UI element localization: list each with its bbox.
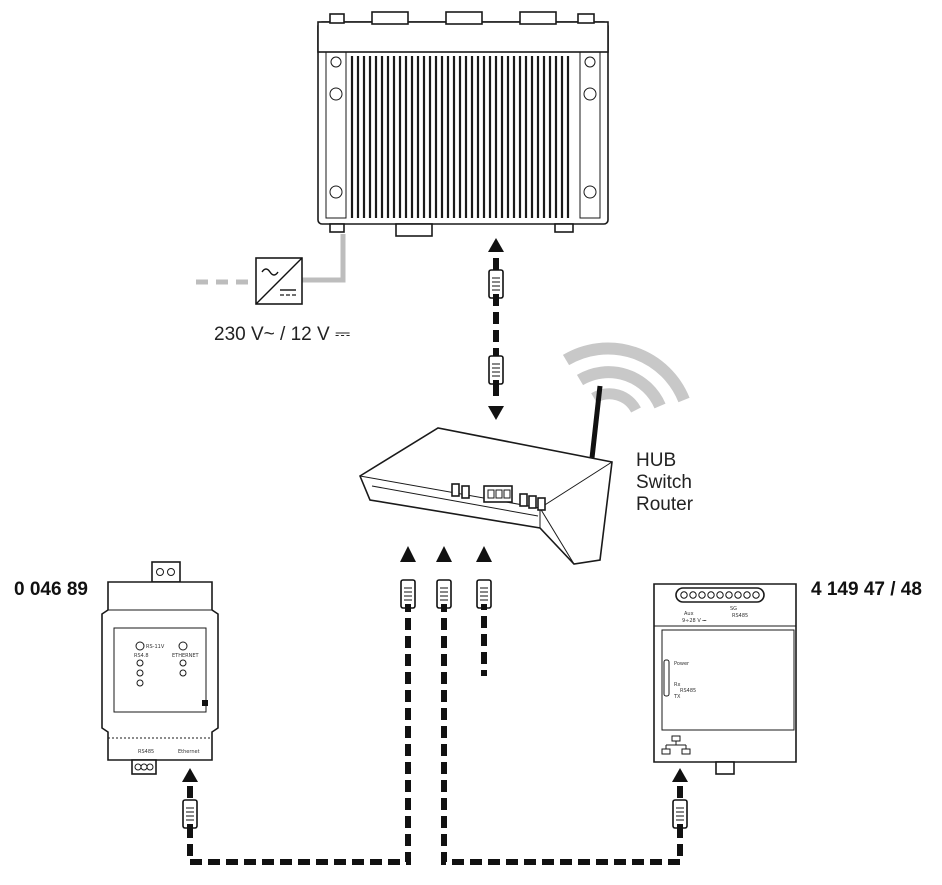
arrow-up-left-module: [400, 546, 416, 562]
terminal-screw: [698, 591, 706, 599]
terminal-screw: [707, 591, 715, 599]
terminal-block: [680, 591, 760, 599]
left-led-label-ethernet: ETHERNET: [172, 653, 200, 659]
terminal-screw: [725, 591, 733, 599]
left-module-cable: [187, 600, 411, 865]
power-supply-label: 230 V~ / 12 V ⎓: [214, 324, 350, 345]
wireless-signal-icon: [562, 342, 690, 413]
terminal-screw: [716, 591, 724, 599]
rj45-connector-icon: [436, 579, 452, 609]
arrow-up-right-module: [436, 546, 452, 562]
terminal-screw: [743, 591, 751, 599]
right-product-code: 4 149 47 / 48: [811, 579, 922, 600]
right-top-label-voltage: 9÷28 V ⎓: [682, 618, 706, 624]
terminal-screw: [734, 591, 742, 599]
terminal-screw: [752, 591, 760, 599]
rj45-connector-icon: [182, 799, 198, 829]
left-led-label-rs48: RS4.8: [134, 653, 149, 659]
router-icon: [358, 385, 613, 565]
terminal-screw: [680, 591, 688, 599]
heat-sink-fins: [350, 56, 570, 218]
arrow-up-spare: [476, 546, 492, 562]
rj45-connector-icon: [488, 269, 504, 299]
power-supply-icon: [255, 257, 303, 305]
network-device-label-hub: HUB: [636, 450, 676, 471]
left-bottom-label-ethernet: Ethernet: [178, 749, 200, 755]
arrow-up-left-device: [182, 768, 198, 782]
arrow-up-right-device: [672, 768, 688, 782]
right-side-label-rx: Rx: [674, 682, 680, 688]
network-device-label-switch: Switch: [636, 472, 692, 493]
rj45-connector-icon: [488, 355, 504, 385]
left-product-code: 0 046 89: [14, 579, 88, 600]
terminal-screw: [689, 591, 697, 599]
uplink-arrow-down: [488, 406, 504, 420]
right-top-label-sg: SG: [730, 606, 737, 612]
rj45-connector-icon: [400, 579, 416, 609]
left-bottom-label-rs485: RS485: [138, 749, 154, 755]
network-device-label-router: Router: [636, 494, 694, 515]
controller-unit: [317, 11, 609, 237]
uplink-arrow-up: [488, 238, 504, 252]
ethernet-network-icon: [661, 735, 691, 755]
power-cable: [302, 234, 346, 283]
right-side-label-power: Power: [674, 661, 690, 667]
right-top-label-rs485: RS485: [732, 613, 748, 619]
right-module-cable: [441, 600, 683, 865]
right-din-module: [653, 583, 797, 775]
rj45-connector-icon: [672, 799, 688, 829]
right-top-label-aux: Aux: [684, 611, 694, 617]
rj45-connector-icon: [476, 579, 492, 609]
left-led-label-rs11v: RS-11V: [146, 644, 165, 650]
right-side-label-tx: TX: [673, 694, 681, 700]
right-side-label-rs485: RS485: [680, 688, 696, 694]
left-din-module: [101, 561, 219, 775]
